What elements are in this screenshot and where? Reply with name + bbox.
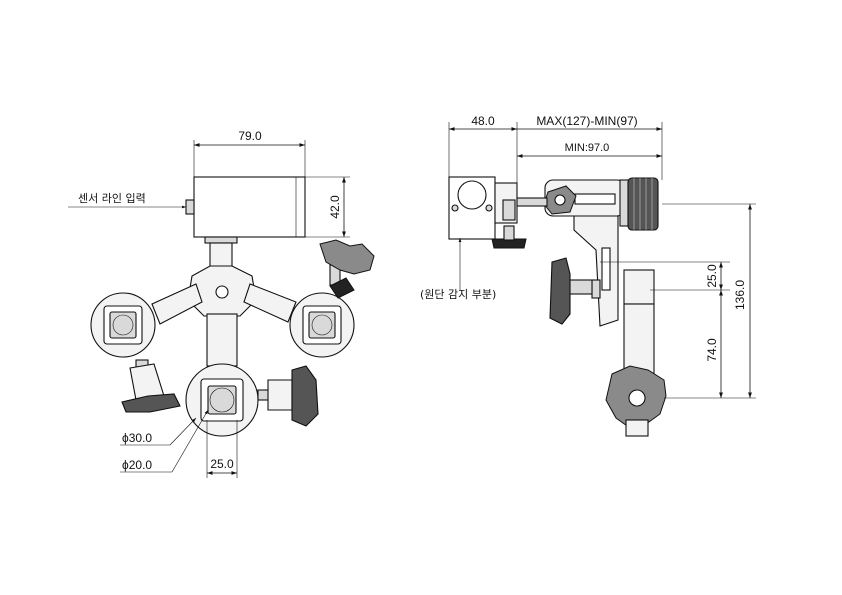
slide-rail	[516, 179, 626, 217]
dim-74-label: 74.0	[705, 338, 719, 362]
dim-dia-inner-label: ϕ20.0	[122, 458, 152, 472]
dim-25-label: 25.0	[705, 264, 719, 288]
dim-diameters: ϕ30.0 ϕ20.0	[120, 409, 209, 473]
origin-sensing-label: (원단 감지 부분)	[420, 288, 496, 301]
central-hub	[187, 242, 257, 317]
adjust-knob	[619, 177, 659, 231]
dim-bottom-label: 25.0	[210, 457, 234, 471]
dim-width-label: 79.0	[238, 129, 262, 143]
dim-136-label: 136.0	[733, 280, 747, 310]
dim-dia-outer-label: ϕ30.0	[122, 431, 152, 445]
side-view: 48.0 MAX(127)-MIN(97) MIN:97.0 (원단 감지 부분…	[420, 114, 756, 437]
bottom-star-knob	[605, 365, 667, 437]
side-knob	[549, 257, 593, 325]
vertical-column	[573, 215, 655, 375]
knob-upper-right	[319, 239, 375, 299]
sensor-input-label: 센서 라인 입력	[78, 192, 146, 205]
left-arm	[90, 283, 203, 358]
sensor-block	[448, 176, 527, 249]
dim-48-label: 48.0	[471, 114, 495, 128]
knob-bottom-right	[257, 365, 319, 427]
dim-maxmin-label: MAX(127)-MIN(97)	[536, 114, 637, 128]
sensor-housing	[185, 176, 306, 244]
bottom-arm	[185, 313, 259, 437]
dim-bottom-25: 25.0	[206, 420, 238, 478]
dim-right: 25.0 74.0 136.0	[600, 203, 756, 399]
dim-height-label: 42.0	[328, 195, 342, 219]
dim-height-42: 42.0	[305, 176, 350, 238]
origin-sensing-callout: (원단 감지 부분)	[420, 238, 496, 301]
right-arm	[243, 283, 355, 358]
dim-min-label: MIN:97.0	[565, 142, 610, 154]
front-view: 79.0 42.0 센서 라인 입력 25.0 ϕ30.0	[68, 129, 375, 478]
knob-lower-left	[121, 359, 181, 413]
dim-width-79: 79.0	[193, 129, 306, 177]
sensor-input-callout: 센서 라인 입력	[68, 192, 186, 209]
dim-top: 48.0 MAX(127)-MIN(97) MIN:97.0	[448, 114, 663, 183]
